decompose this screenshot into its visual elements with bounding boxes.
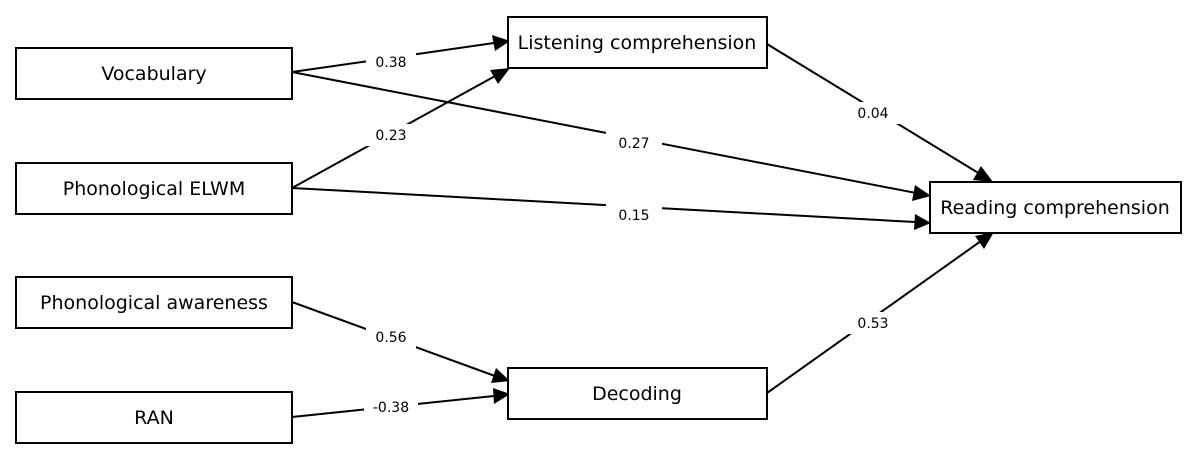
node-vocabulary: Vocabulary [15,47,293,100]
coefficient-label: 0.27 [618,136,649,152]
coefficient-label: -0.38 [373,400,409,416]
path-coefficient-awareness-decoding: 0.56 [366,326,416,348]
edge-labels: 0.38 0.23 0.27 0.15 0.04 0.56 -0.38 0.5 [364,52,902,418]
edge-elwm-reading [291,187,931,230]
coefficient-label: 0.04 [857,106,888,122]
node-phonological-awareness: Phonological awareness [15,276,293,329]
node-label: Phonological awareness [40,292,268,314]
node-phonological-elwm: Phonological ELWM [15,162,293,215]
node-label: Phonological ELWM [63,178,245,200]
node-decoding: Decoding [507,367,768,420]
path-coefficient-elwm-reading: 0.15 [606,204,662,226]
coefficient-label: 0.38 [375,55,406,71]
coefficient-label: 0.23 [375,128,406,144]
node-label: RAN [134,407,174,429]
coefficient-label: 0.15 [618,208,649,224]
node-label: Listening comprehension [518,32,757,54]
coefficient-label: 0.53 [857,316,888,332]
node-listening-comprehension: Listening comprehension [507,16,768,69]
path-coefficient-decoding-reading: 0.53 [846,312,902,334]
path-coefficient-vocab-listening: 0.38 [366,52,416,72]
edges [291,35,994,418]
path-coefficient-listening-reading: 0.04 [846,102,902,124]
node-reading-comprehension: Reading comprehension [929,181,1182,234]
node-label: Reading comprehension [940,197,1170,219]
path-coefficient-elwm-listening: 0.23 [366,124,416,146]
path-coefficient-vocab-reading: 0.27 [606,132,662,154]
node-label: Decoding [592,383,682,405]
path-coefficient-ran-decoding: -0.38 [364,396,418,418]
nodes: Vocabulary Phonological ELWM Phonologica… [15,16,1182,444]
node-label: Vocabulary [101,63,206,85]
node-ran: RAN [15,391,293,444]
edge-vocabulary-reading [291,71,931,201]
coefficient-label: 0.56 [375,330,406,346]
